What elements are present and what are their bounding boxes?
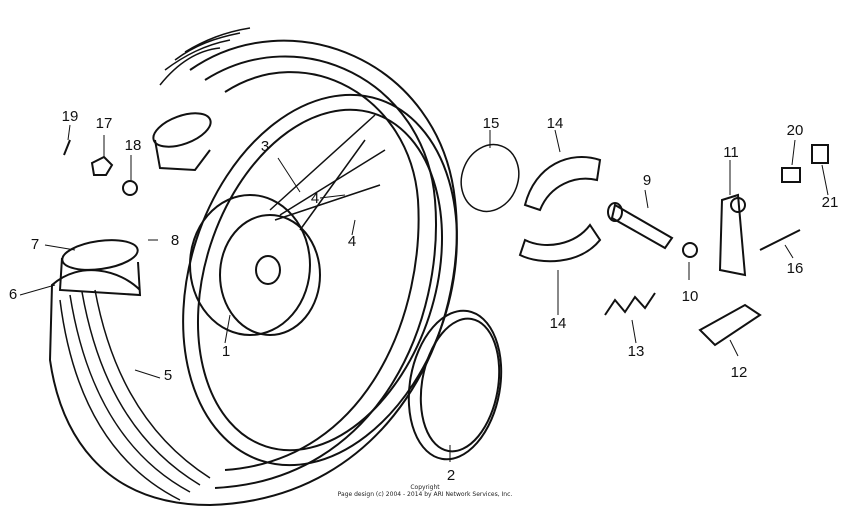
callout-3: 3 [260, 138, 270, 155]
callout-14a: 14 [546, 115, 564, 132]
callout-4b: 4 [347, 233, 357, 250]
callout-18: 18 [124, 137, 142, 154]
callout-12: 12 [730, 364, 748, 381]
callout-19: 19 [61, 108, 79, 125]
callout-5: 5 [163, 367, 173, 384]
callout-15: 15 [482, 115, 500, 132]
callout-17: 17 [95, 115, 113, 132]
callout-10: 10 [681, 288, 699, 305]
brake-cam-drawing [607, 202, 674, 250]
hub-drawing [189, 194, 321, 336]
callout-2: 2 [446, 467, 456, 484]
tire-drawing [48, 27, 458, 507]
callout-9: 9 [642, 172, 652, 189]
brake-panel-drawing [407, 309, 503, 461]
washer-drawing [682, 242, 698, 258]
copyright-label: Copyright [410, 484, 440, 491]
indicator-plate-drawing [698, 303, 762, 347]
callout-13: 13 [627, 343, 645, 360]
rim-drawing [182, 93, 458, 467]
callout-4a: 4 [310, 190, 320, 207]
axle-washer-drawing [122, 180, 138, 196]
callout-14b: 14 [549, 315, 567, 332]
callout-20: 20 [786, 122, 804, 139]
callout-7: 7 [30, 236, 40, 253]
callout-6: 6 [8, 286, 18, 303]
cap-nut-drawing [811, 144, 829, 164]
copyright-notice: Page design (c) 2004 - 2014 by ARI Netwo… [337, 491, 513, 498]
brake-arm-drawing [718, 193, 747, 277]
bolt-drawing [759, 229, 801, 251]
callout-16: 16 [786, 260, 804, 277]
brake-shoes-drawing [518, 156, 602, 263]
callout-21: 21 [821, 194, 839, 211]
return-spring-drawing [604, 292, 656, 316]
collar-drawing [781, 167, 801, 183]
callout-1: 1 [221, 343, 231, 360]
callout-11: 11 [723, 144, 739, 161]
leader-lines [19, 124, 829, 462]
cotter-pin-drawing [63, 139, 71, 156]
axle-nut-drawing [90, 155, 114, 176]
callout-8: 8 [170, 232, 180, 249]
spring-drawing [460, 143, 520, 213]
